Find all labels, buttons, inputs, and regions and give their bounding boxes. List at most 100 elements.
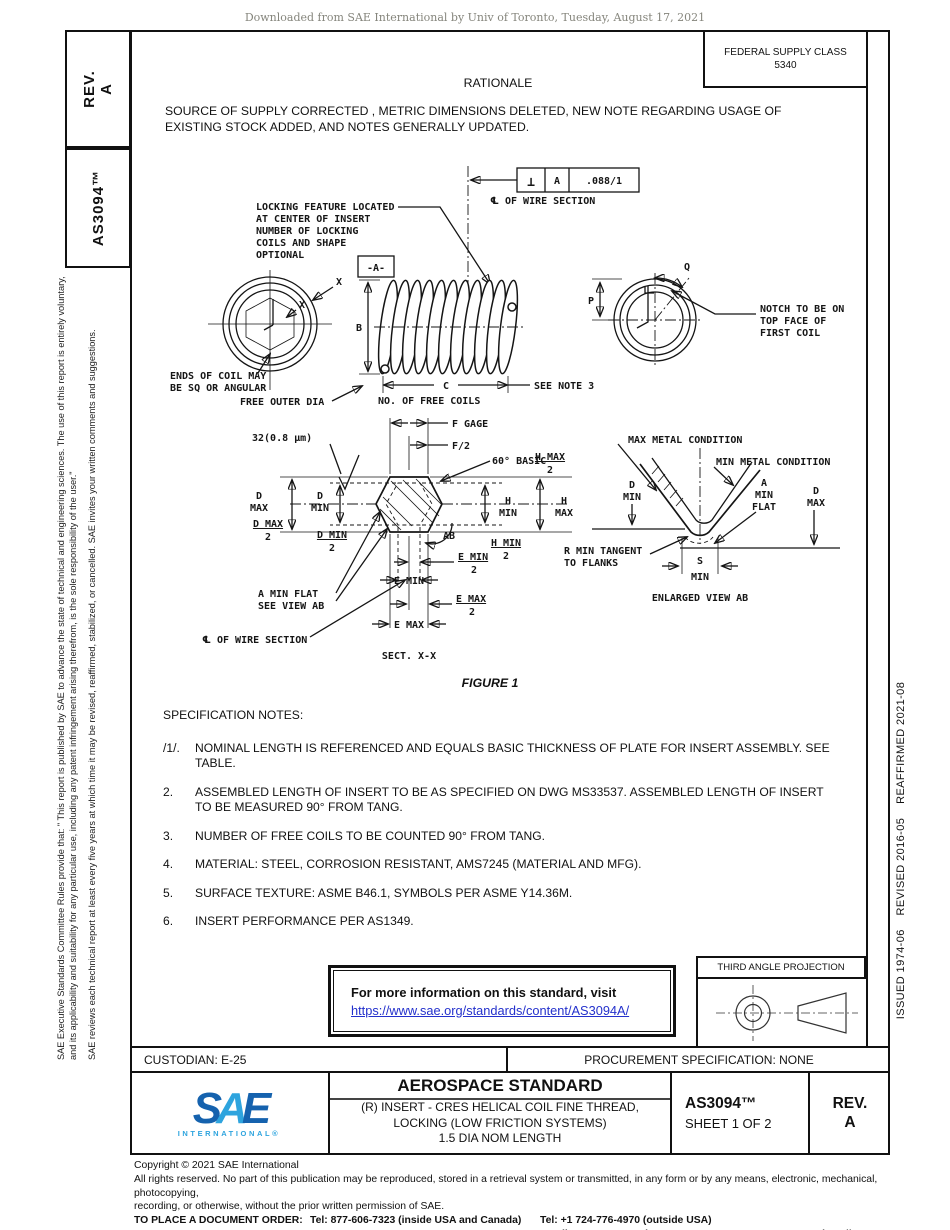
note-item: 2. ASSEMBLED LENGTH OF INSERT TO BE AS S… [163, 785, 843, 816]
sae-logo-e: E [241, 1083, 271, 1133]
dim-d-group [280, 476, 570, 533]
sae-logo-s: S [192, 1083, 222, 1133]
drawing-frame [130, 30, 890, 1155]
notch-note-2: TOP FACE OF [760, 316, 826, 327]
doc-number: AS3094™ [685, 1095, 757, 1112]
basic-angle-label: 60° BASIC [492, 456, 546, 467]
frac-e-min-num: E MIN [458, 552, 488, 563]
dim-e-min-label: E MIN [394, 576, 424, 587]
dim-d-min-letter: D [317, 491, 323, 502]
note-text: ASSEMBLED LENGTH OF INSERT TO BE AS SPEC… [195, 784, 824, 815]
standard-kind: AEROSPACE STANDARD [330, 1076, 670, 1100]
enl-d-max-word: MAX [807, 498, 825, 509]
note-num: 3. [163, 828, 174, 843]
revision-history: ISSUED 1974-06 REVISED 2016-05 REAFFIRME… [868, 32, 907, 1046]
a-min-flat-leaders [335, 512, 387, 602]
dim-h-max-letter: H [561, 496, 567, 507]
ends-of-coil-note-1: ENDS OF COIL MAY [170, 371, 266, 382]
rationale-title: RATIONALE [463, 76, 533, 90]
projection-symbol-icon [716, 985, 858, 1041]
r-min-note-2: TO FLANKS [564, 558, 618, 569]
more-info-text: For more information on this standard, v… [351, 984, 617, 1000]
frac-e-min-den: 2 [471, 565, 477, 576]
dim-f-half-label: F/2 [452, 441, 470, 452]
fcf-tolerance: .088/1 [586, 176, 622, 187]
view-ab-label: AB [443, 531, 455, 542]
rev-box-value: A [98, 83, 115, 95]
disclaimer-paragraph-1: SAE Executive Standards Committee Rules … [56, 276, 78, 1060]
standard-title-line-1: (R) INSERT - CRES HELICAL COIL FINE THRE… [361, 1100, 639, 1114]
locking-note-1: LOCKING FEATURE LOCATED [256, 202, 394, 213]
copyright-line-2: All rights reserved. No part of this pub… [134, 1173, 878, 1199]
note-num: 5. [163, 885, 174, 900]
a-min-flat-note-1: A MIN FLAT [258, 589, 318, 600]
locking-note-3: NUMBER OF LOCKING [256, 226, 358, 237]
title-block: SAE INTERNATIONAL® AEROSPACE STANDARD (R… [130, 1073, 890, 1153]
frac-e-max-den: 2 [469, 607, 475, 618]
figure-1-drawing: ⊥ A .088/1 ℄ OF WIRE SECTION LOCKING FEA… [170, 166, 844, 662]
free-outer-dia-label: FREE OUTER DIA [240, 397, 324, 408]
order-label: TO PLACE A DOCUMENT ORDER: [134, 1215, 303, 1227]
revision-label: REV. [832, 1095, 868, 1112]
locking-note-2: AT CENTER OF INSERT [256, 214, 370, 225]
standard-title-cell: AEROSPACE STANDARD (R) INSERT - CRES HEL… [330, 1073, 672, 1153]
doc-number-box: AS3094™ [65, 148, 131, 268]
revision-value: A [844, 1114, 856, 1131]
standard-title-line-3: 1.5 DIA NOM LENGTH [438, 1131, 562, 1145]
rev-box: REV. A [65, 30, 131, 148]
fcf-datum: A [554, 176, 560, 187]
dim-h-max-word: MAX [555, 508, 573, 519]
dim-h-min-letter: H [505, 496, 511, 507]
datum-a-label: -A- [367, 263, 385, 274]
dim-c-label: C [443, 381, 449, 392]
note-text: MATERIAL: STEEL, CORROSION RESISTANT, AM… [195, 857, 642, 871]
surface-finish-symbol [329, 443, 360, 491]
frac-h-min-den: 2 [503, 551, 509, 562]
note-item: 6. INSERT PERFORMANCE PER AS1349. [163, 914, 843, 930]
standard-link[interactable]: https://www.sae.org/standards/content/AS… [351, 1002, 630, 1018]
notch-note-1: NOTCH TO BE ON [760, 304, 844, 315]
dim-q-label: Q [684, 262, 690, 273]
wire-centerline-leader [309, 580, 405, 638]
note-num: 6. [163, 914, 174, 928]
more-info-box: For more information on this standard, v… [328, 965, 676, 1037]
dim-h-group [422, 476, 572, 533]
frac-d-min-den: 2 [329, 543, 335, 554]
dim-e-max-label: E MAX [394, 620, 424, 631]
dim-d-min-word: MIN [311, 503, 329, 514]
enl-a-letter: A [761, 478, 767, 489]
frac-d-max-num: D MAX [253, 519, 283, 530]
dim-e-group [372, 527, 454, 628]
order-info: TO PLACE A DOCUMENT ORDER: Tel: 877-606-… [134, 1214, 940, 1230]
procurement-cell: PROCUREMENT SPECIFICATION: NONE [584, 1052, 814, 1067]
dim-b-label: B [356, 323, 362, 334]
note-text: NOMINAL LENGTH IS REFERENCED AND EQUALS … [195, 740, 830, 771]
dim-f-gage [389, 418, 448, 474]
download-watermark: Downloaded from SAE International by Uni… [244, 11, 706, 24]
sheet-number: SHEET 1 OF 2 [685, 1116, 772, 1131]
fsc-label: FEDERAL SUPPLY CLASS [724, 47, 847, 58]
doc-number-vertical: AS3094™ [89, 169, 107, 247]
revision-history-text: ISSUED 1974-06 REVISED 2016-05 REAFFIRME… [895, 681, 907, 1020]
wire-cross-section [375, 476, 443, 533]
note-text: NUMBER OF FREE COILS TO BE COUNTED 90° F… [195, 828, 546, 843]
insert-end-view [208, 270, 334, 390]
view-ab-arrow [426, 522, 453, 544]
basic-angle-leader [441, 460, 491, 481]
dim-s-letter: S [697, 556, 703, 567]
coil-side-view [374, 279, 524, 375]
ends-of-coil-note-2: BE SQ OR ANGULAR [170, 383, 267, 394]
locking-note-5: OPTIONAL [256, 250, 304, 261]
see-note-3: SEE NOTE 3 [534, 381, 594, 392]
wire-centerline-label-top: ℄ OF WIRE SECTION [490, 196, 595, 207]
copyright-line-3: recording, or otherwise, without the pri… [134, 1201, 445, 1213]
note-item: /1/. NOMINAL LENGTH IS REFERENCED AND EQ… [163, 741, 843, 772]
surface-finish-label: 32(0.8 μm) [252, 433, 312, 444]
third-angle-projection-symbol [696, 977, 866, 1048]
locking-note-4: COILS AND SHAPE [256, 238, 346, 249]
frac-d-max-den: 2 [265, 532, 271, 543]
enl-d-max-letter: D [813, 486, 819, 497]
notch-note-leader [672, 291, 756, 315]
note-num: /1/. [163, 740, 180, 755]
